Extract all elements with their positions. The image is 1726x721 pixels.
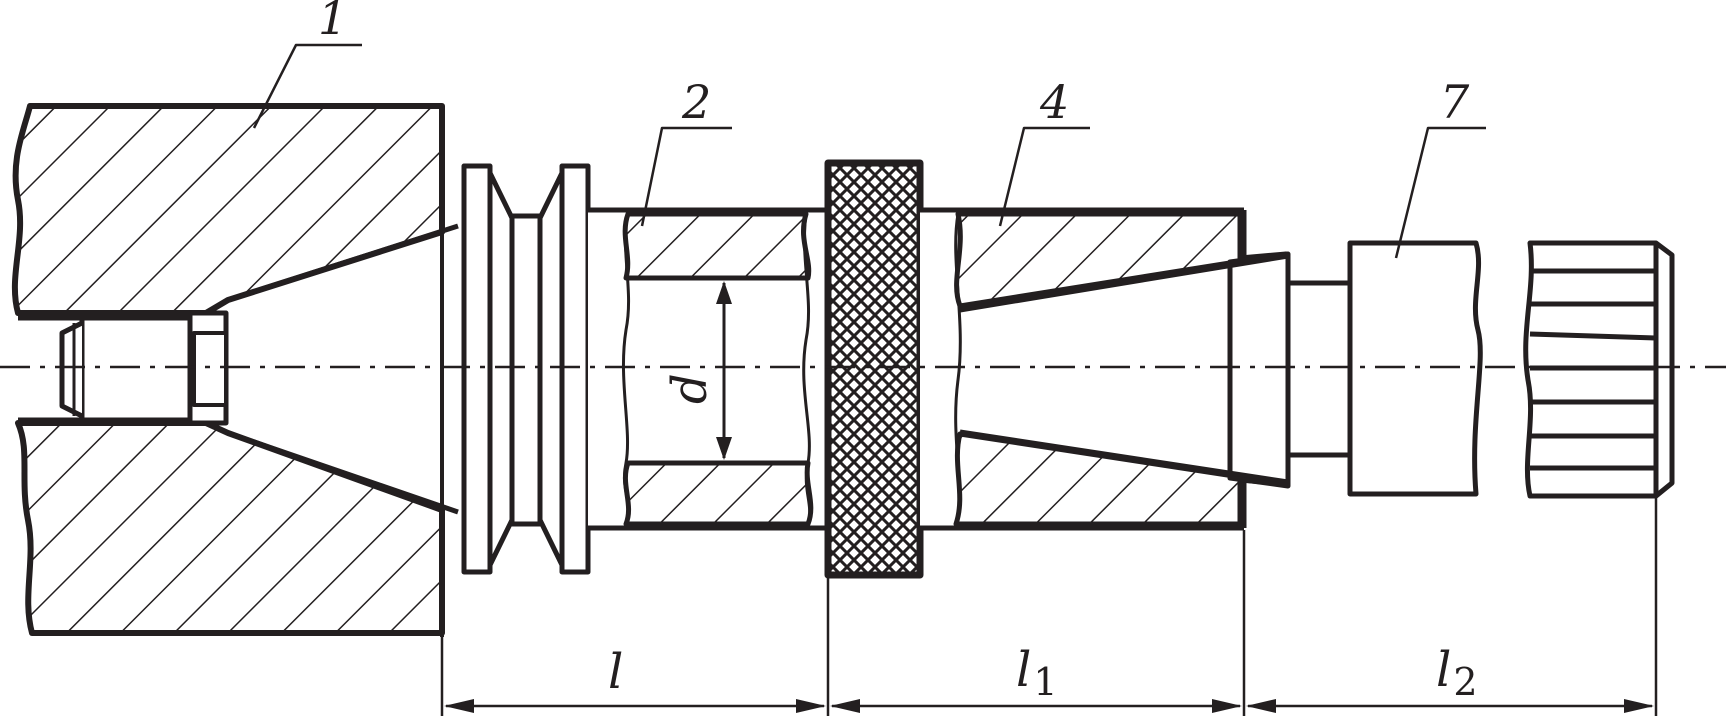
dimension-arrowheads [444,699,1654,713]
part-2-bushing [588,207,828,531]
part-7-collar [1347,240,1483,497]
dimension-label-l: l [608,644,623,700]
part-label-7: 7 [1440,75,1470,129]
housing-upper-section [11,103,445,316]
knurled-ring [824,159,924,579]
leader-lines [252,43,1486,259]
dimension-label-l1: l1 [1016,642,1058,704]
housing-lower-section [15,420,445,636]
housing-bore-insert [79,315,193,423]
part-1-housing [11,103,459,637]
part-label-2: 2 [681,75,711,129]
dimension-label-l1-sub: 1 [1033,660,1057,704]
dimension-label-l2: l2 [1436,642,1478,704]
pulley-flange [461,163,591,575]
knurled-knob [1523,240,1675,499]
taper-shank [1227,251,1353,489]
part-4-taper-sleeve [920,207,1289,531]
dimension-label-l2-main: l [1436,642,1451,698]
dimension-label-l1-main: l [1016,642,1031,698]
dimension-label-l2-sub: 2 [1453,660,1477,704]
bore-diameter-label: d [662,373,718,404]
part-label-4: 4 [1039,75,1069,129]
bushing-lower-section [622,460,814,527]
part-label-1: 1 [318,0,347,45]
dimension-lines [440,496,1658,716]
bushing-upper-section [622,211,812,281]
